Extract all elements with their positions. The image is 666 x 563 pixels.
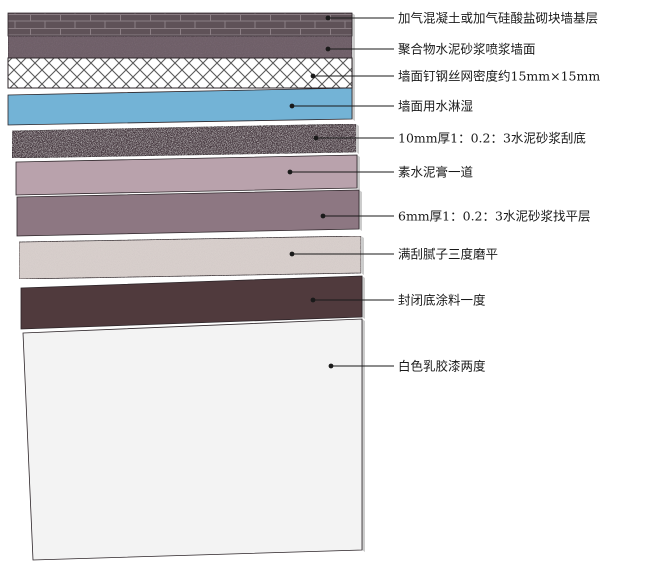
layer-neat-cement xyxy=(15,154,358,196)
layer-edge-wetting xyxy=(352,88,355,121)
label-putty: 满刮腻子三度磨平 xyxy=(398,247,498,262)
layer-base-wall xyxy=(7,12,353,37)
layer-latex-paint xyxy=(22,318,363,561)
layer-edge-base-wall xyxy=(352,13,355,38)
label-wetting: 墙面用水淋湿 xyxy=(398,99,473,114)
layer-putty xyxy=(18,235,362,280)
layer-edge-polymer-spray xyxy=(352,36,355,60)
callout-group: 加气混凝土或加气硅酸盐砌块墙基层聚合物水泥砂浆喷浆墙面墙面钉钢丝网密度约15mm… xyxy=(287,11,600,374)
layer-edge-latex-paint xyxy=(362,319,365,552)
layer-edge-steel-mesh xyxy=(352,58,355,90)
label-scratch-coat: 10mm厚1：0.2：3水泥砂浆刮底 xyxy=(398,131,586,146)
layer-sealer xyxy=(20,275,363,330)
label-sealer: 封闭底涂料一度 xyxy=(398,293,486,308)
layer-wetting xyxy=(7,87,353,126)
layer-stack xyxy=(7,12,365,561)
layer-edge-scratch-coat xyxy=(356,124,359,154)
layer-polymer-spray xyxy=(7,35,353,59)
layer-scratch-coat xyxy=(11,123,357,159)
label-neat-cement: 素水泥膏一道 xyxy=(398,165,474,180)
label-polymer-spray: 聚合物水泥砂浆喷浆墙面 xyxy=(398,42,536,57)
label-base-wall: 加气混凝土或加气硅酸盐砌块墙基层 xyxy=(398,11,598,26)
layer-steel-mesh xyxy=(7,57,353,89)
layer-edge-sealer xyxy=(362,276,365,319)
label-steel-mesh: 墙面钉钢丝网密度约15mm×15mm xyxy=(398,69,600,84)
layer-edge-putty xyxy=(361,236,364,275)
label-latex-paint: 白色乳胶漆两度 xyxy=(398,359,486,374)
layer-edge-leveling-coat xyxy=(359,190,362,231)
label-leveling-coat: 6mm厚1：0.2：3水泥砂浆找平层 xyxy=(398,209,590,224)
layer-leveling-coat xyxy=(16,189,360,237)
